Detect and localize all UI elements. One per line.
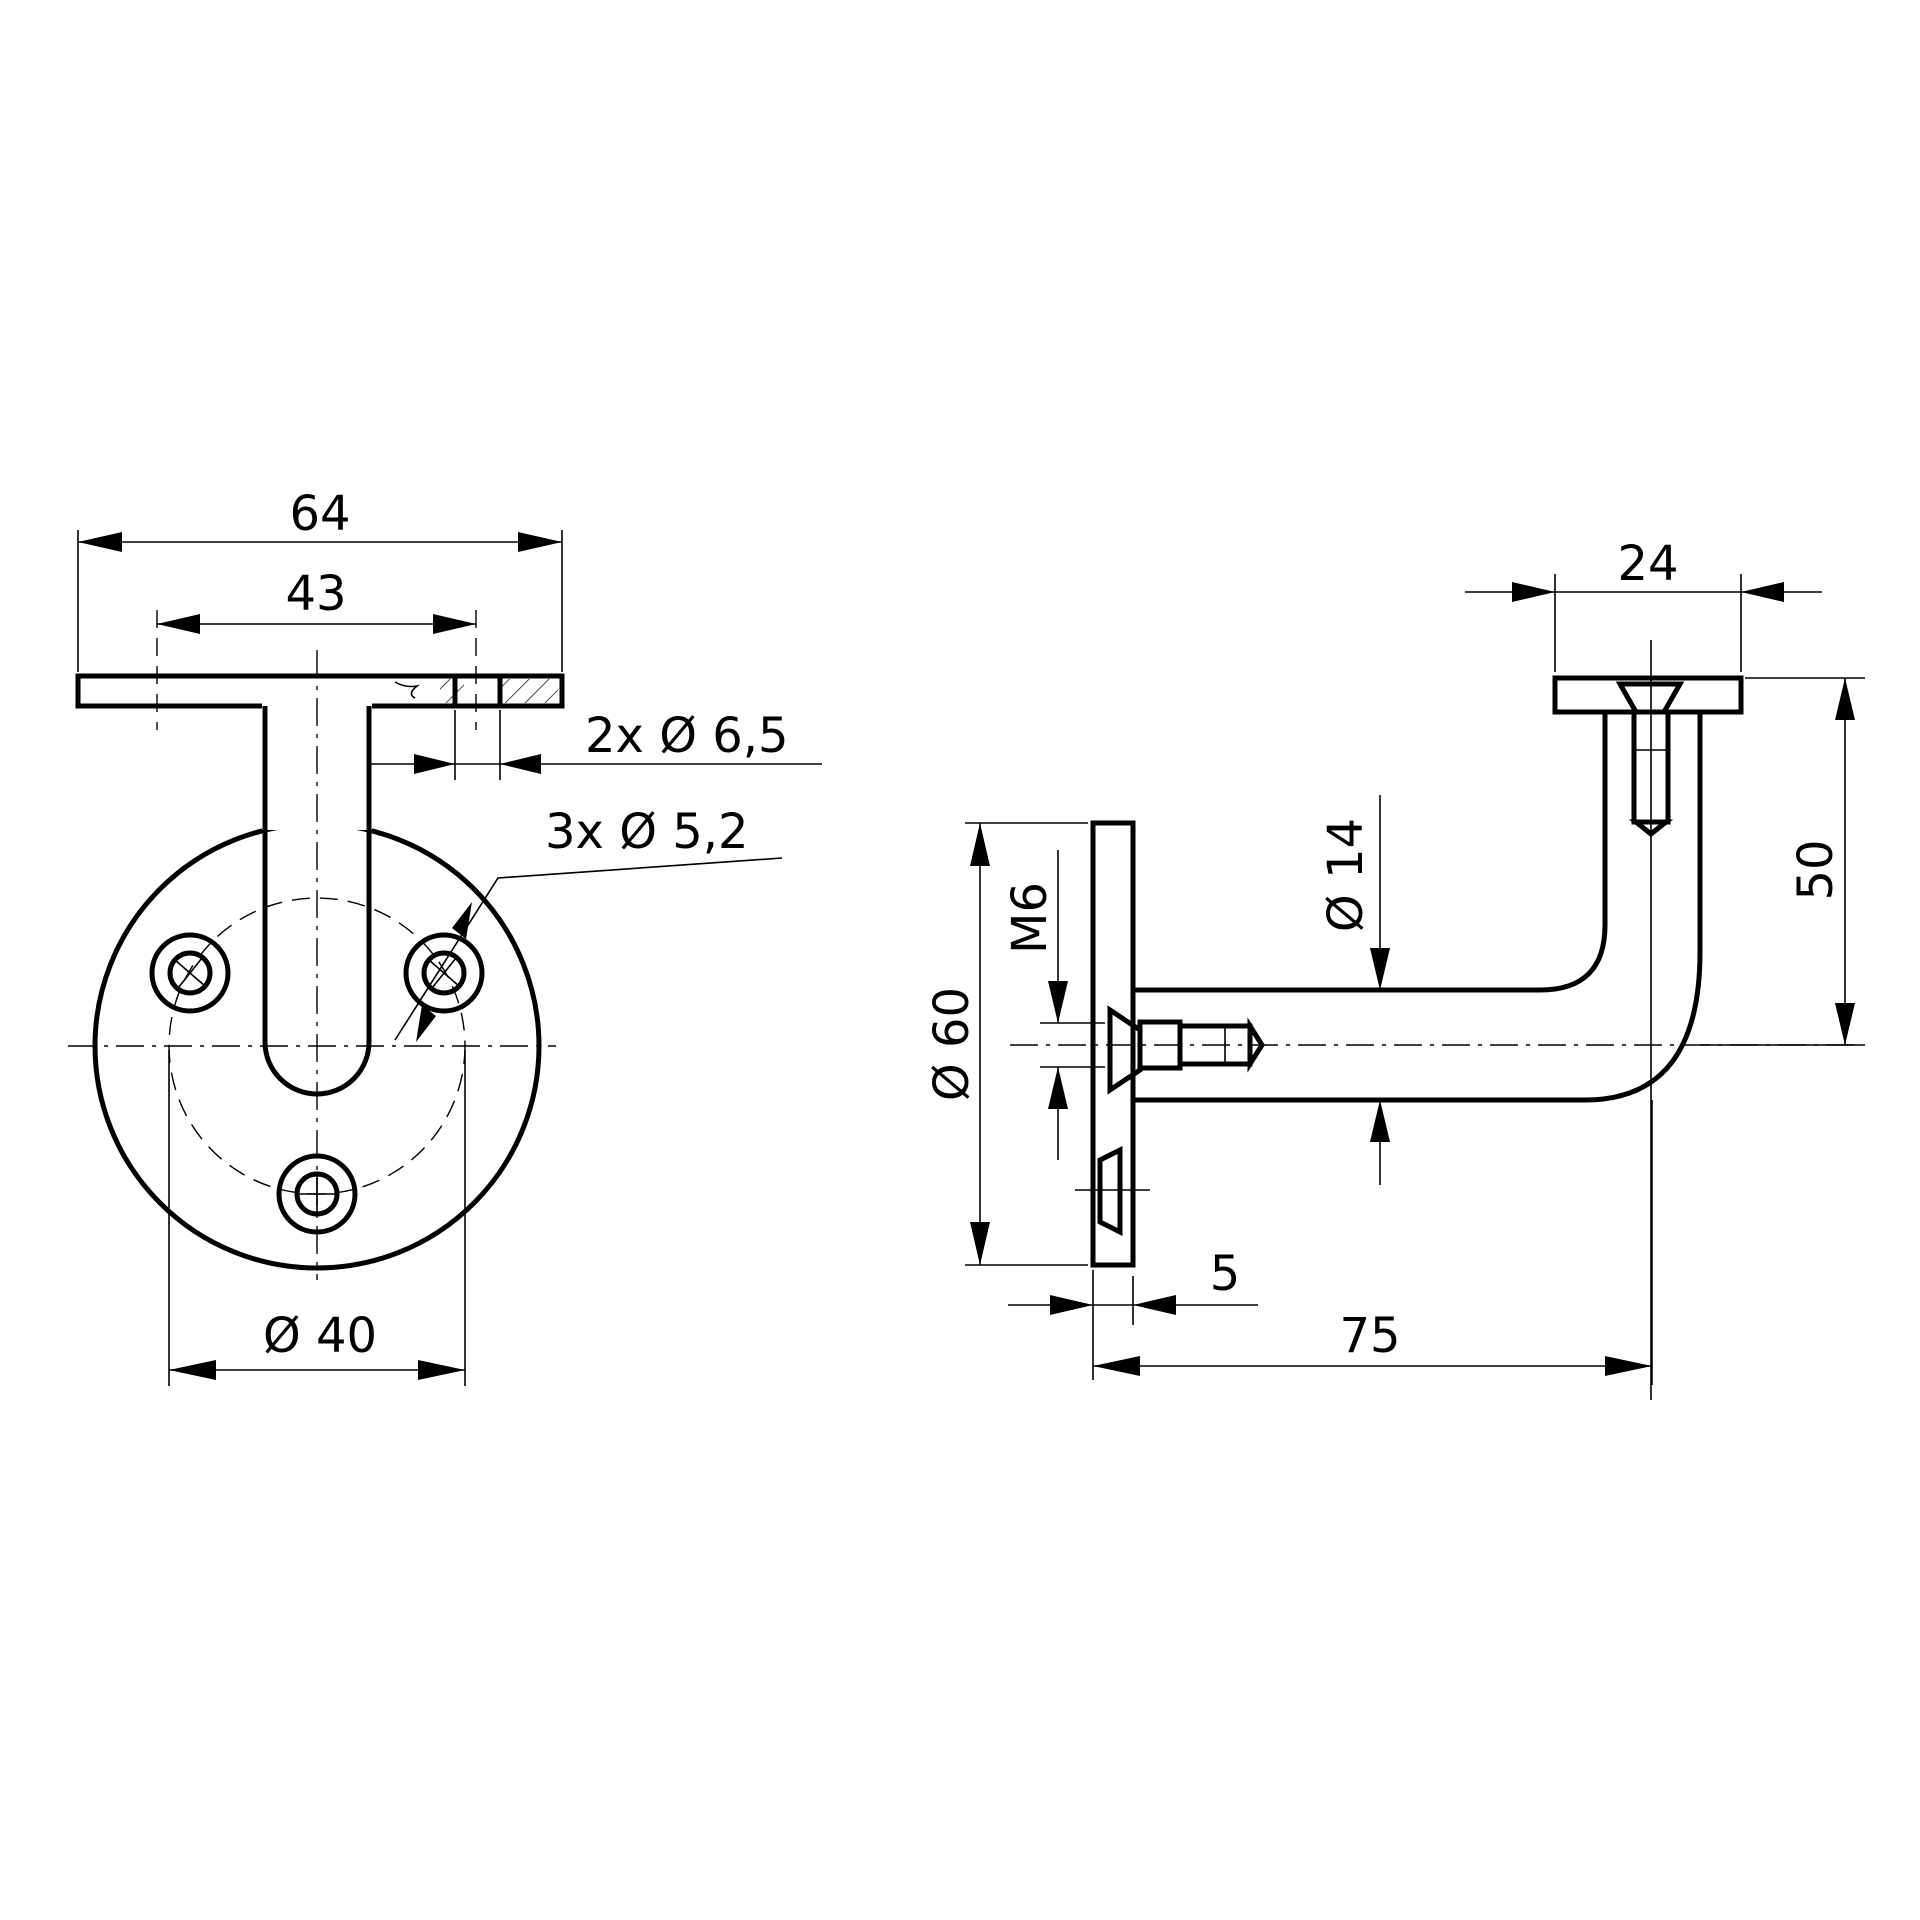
dim-2x-6-5: 2x Ø 6,5 [585, 708, 789, 764]
hole-right [403, 932, 485, 1014]
side-view: 24 50 Ø 14 M6 Ø 60 5 [924, 536, 1865, 1400]
hole-left [149, 932, 231, 1014]
dim-24: 24 [1617, 536, 1678, 592]
bracket-arm [1130, 709, 1703, 1103]
dim-5: 5 [1210, 1246, 1241, 1302]
front-view: 64 43 2x Ø 6,5 3x Ø 5,2 Ø 40 [68, 486, 822, 1386]
dim-64: 64 [289, 486, 350, 542]
dim-3x-5-2: 3x Ø 5,2 [545, 804, 749, 860]
dim-40: Ø 40 [263, 1308, 377, 1364]
dim-60: Ø 60 [924, 987, 980, 1101]
dim-14: Ø 14 [1318, 818, 1374, 932]
dim-75: 75 [1339, 1308, 1400, 1364]
dim-50: 50 [1788, 839, 1844, 900]
dim-43: 43 [285, 566, 346, 622]
dim-m6: M6 [1002, 882, 1058, 954]
